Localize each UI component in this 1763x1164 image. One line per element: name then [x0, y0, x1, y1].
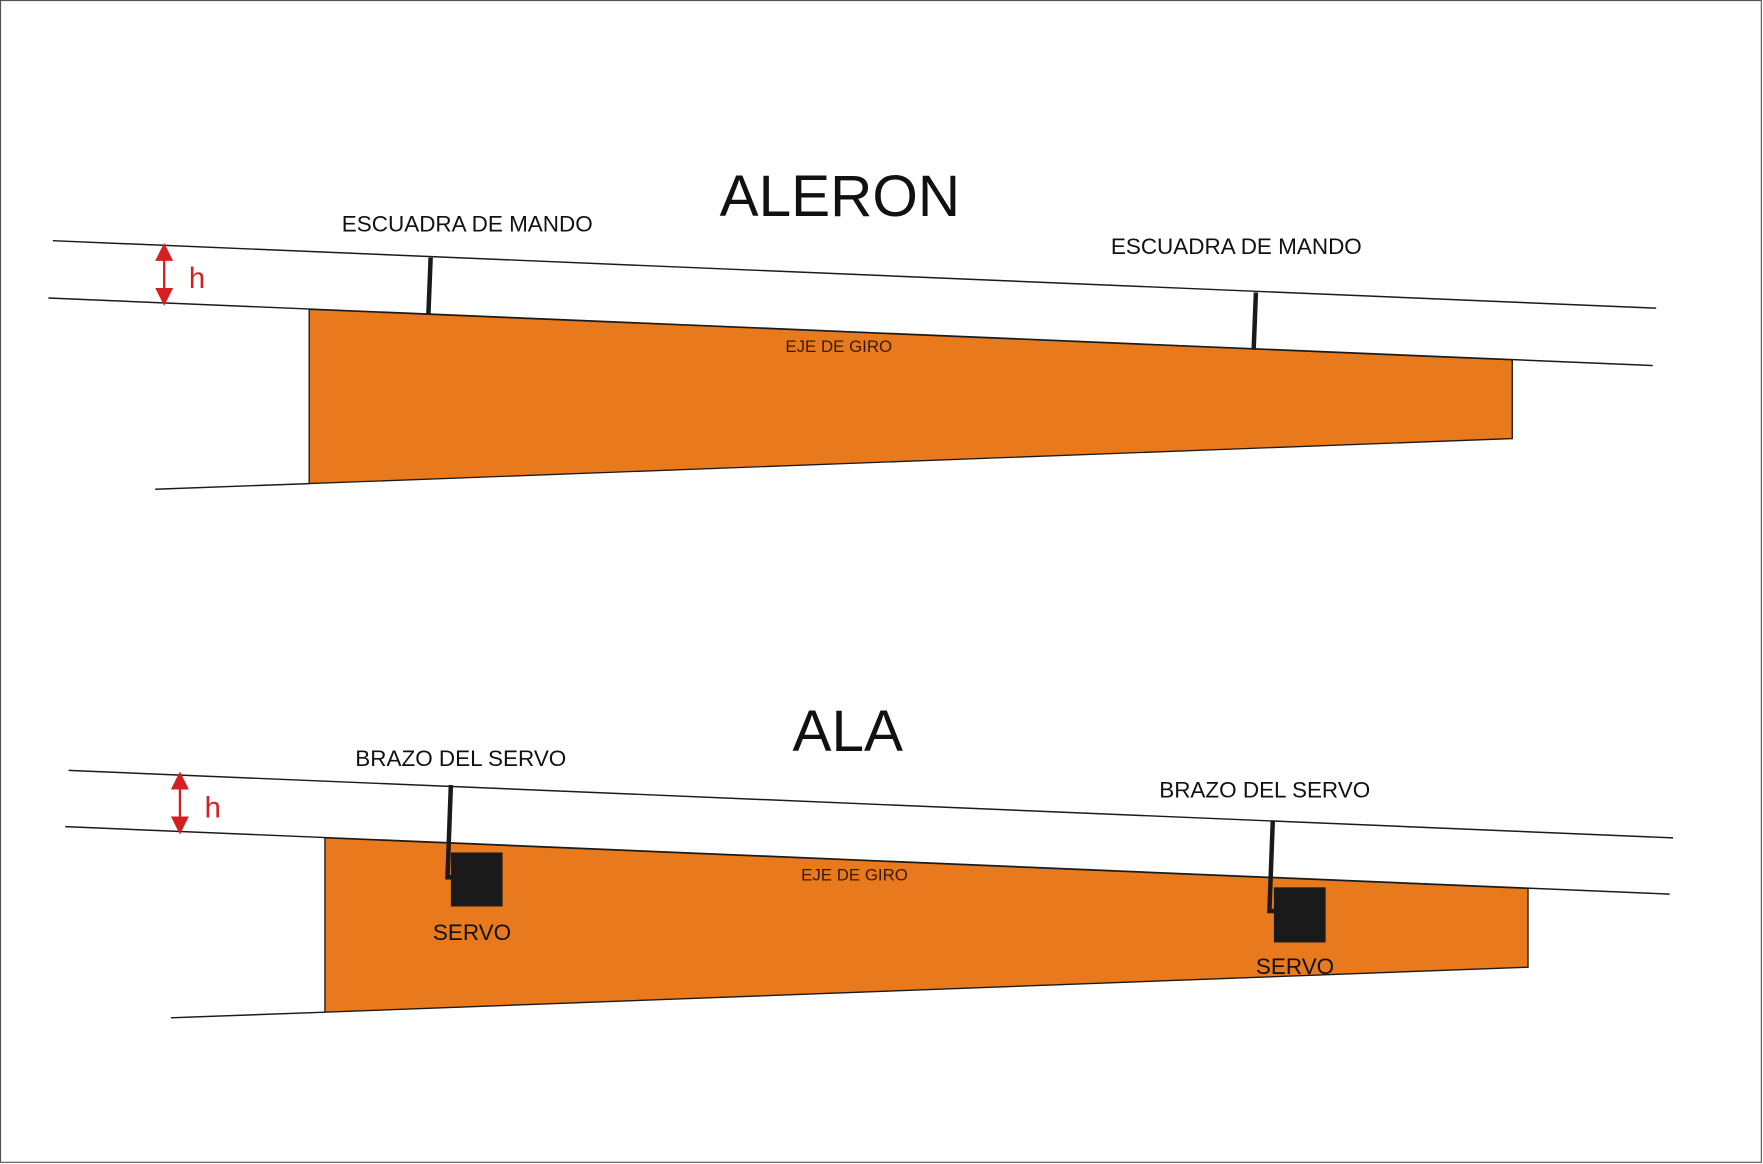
- aleron-bottom-line: [155, 482, 310, 490]
- aleron-surface: [308, 308, 1513, 485]
- aleron-horn-right: [1251, 292, 1259, 350]
- ala-top-line: [68, 769, 1674, 839]
- ala-title: ALA: [793, 699, 904, 764]
- ala-servo-right-label: SERVO: [1256, 954, 1334, 979]
- aleron-h-label: h: [189, 263, 205, 295]
- aleron-section: ALERON h ESCUADRA DE MANDO ESCUADRA DE M…: [48, 164, 1657, 490]
- aleron-label-left: ESCUADRA DE MANDO: [342, 212, 593, 237]
- aleron-title: ALERON: [720, 164, 960, 229]
- ala-servo-left-icon: [450, 852, 503, 907]
- ala-label-left: BRAZO DEL SERVO: [355, 746, 566, 771]
- aleron-top-line: [52, 239, 1657, 309]
- aleron-axis-label: EJE DE GIRO: [785, 337, 892, 356]
- ala-surface: [324, 837, 1529, 1013]
- ala-bottom-line: [170, 1011, 325, 1019]
- ala-section: ALA h BRAZO DEL SERVO BRAZO DEL SERVO EJ…: [65, 699, 1674, 1019]
- aleron-label-right: ESCUADRA DE MANDO: [1111, 234, 1362, 259]
- aleron-horn-left: [426, 257, 433, 315]
- ala-servo-left-label: SERVO: [433, 920, 511, 945]
- ala-label-right: BRAZO DEL SERVO: [1159, 777, 1370, 802]
- ala-servo-right-icon: [1273, 887, 1326, 943]
- ala-h-label: h: [205, 793, 221, 825]
- ala-axis-label: EJE DE GIRO: [801, 866, 908, 885]
